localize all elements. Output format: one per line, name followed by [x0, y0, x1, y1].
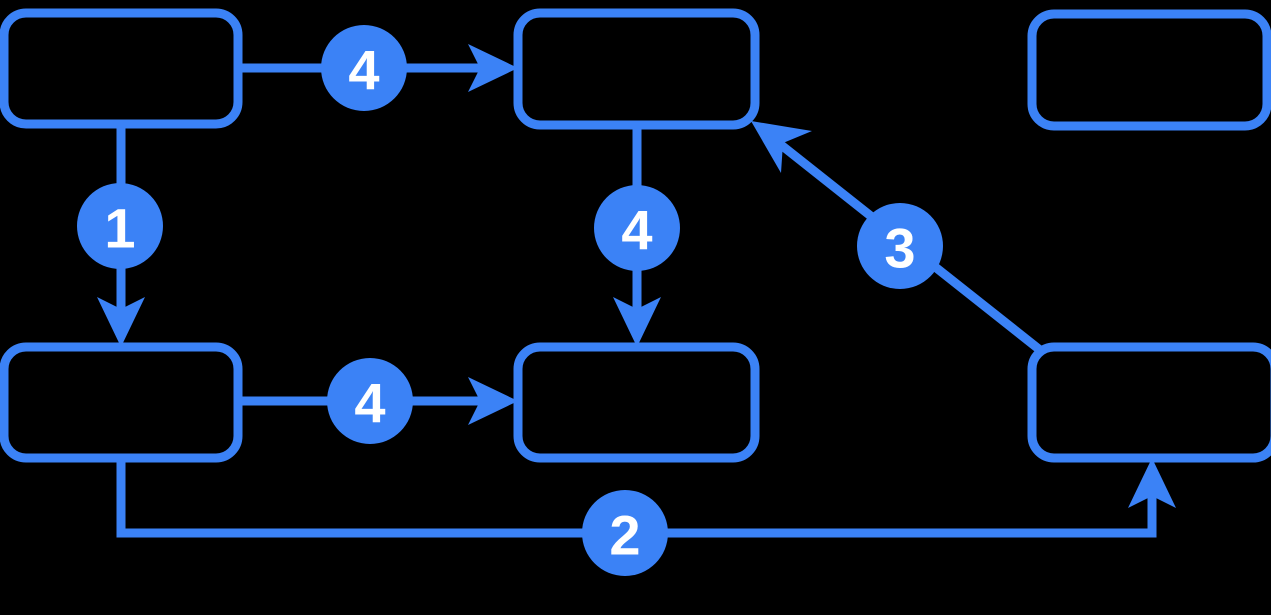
- node-top-left[interactable]: [0, 8, 243, 129]
- arrowhead-icon: [468, 44, 518, 92]
- arrowhead-icon: [1128, 458, 1176, 508]
- edge-badge-circle: [857, 203, 943, 289]
- node-top-right[interactable]: [1027, 9, 1271, 131]
- edge-badge-label: 4: [348, 39, 379, 102]
- edge-top-middle-to-bottom-middle[interactable]: 4: [594, 125, 680, 347]
- node-bottom-middle[interactable]: [513, 342, 760, 463]
- edge-top-left-to-bottom-left[interactable]: 1: [77, 124, 163, 347]
- edge-badge-label: 4: [354, 372, 385, 435]
- node-top-middle[interactable]: [513, 8, 760, 130]
- edge-badge-circle: [582, 490, 668, 576]
- node-bottom-left[interactable]: [0, 342, 243, 463]
- node-bottom-right[interactable]: [1027, 342, 1271, 463]
- edge-bottom-left-to-bottom-middle[interactable]: 4: [238, 358, 518, 444]
- edge-badge-label: 2: [609, 504, 640, 567]
- arrowhead-icon: [751, 121, 812, 173]
- arrowhead-icon: [468, 377, 518, 425]
- arrowhead-icon: [613, 297, 661, 347]
- edge-badge-circle: [321, 25, 407, 111]
- edge-badge-label: 3: [884, 217, 915, 280]
- edge-top-left-to-top-middle[interactable]: 4: [238, 25, 518, 111]
- edge-bottom-right-to-top-middle[interactable]: 3: [751, 121, 1043, 354]
- arrowhead-icon: [97, 297, 145, 347]
- edge-badge-circle: [327, 358, 413, 444]
- edge-badge-circle: [594, 185, 680, 271]
- edge-badge-label: 4: [621, 199, 652, 262]
- edge-bottom-left-to-bottom-right[interactable]: 2: [116, 458, 1176, 576]
- edge-badge-label: 1: [104, 197, 135, 260]
- edge-badge-circle: [77, 183, 163, 269]
